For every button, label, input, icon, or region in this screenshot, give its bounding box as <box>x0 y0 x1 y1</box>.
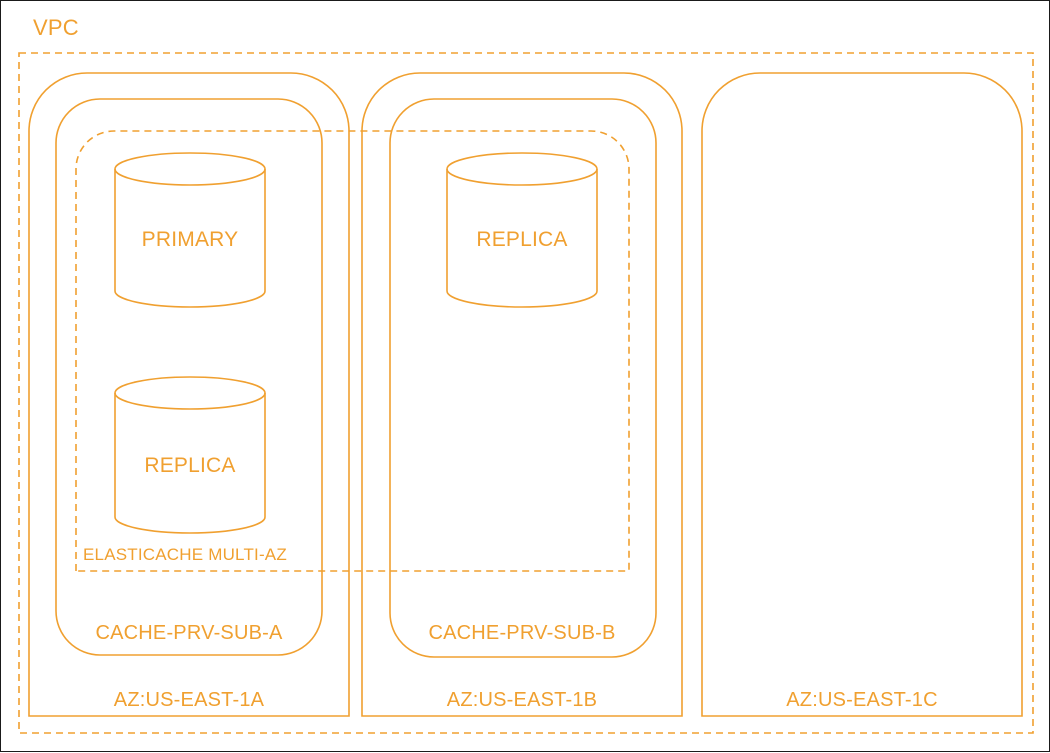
vpc-label: VPC <box>33 15 79 40</box>
replica-node-b-label: REPLICA <box>476 228 567 251</box>
vpc-boundary <box>18 52 1034 734</box>
primary-node: PRIMARY <box>114 152 266 308</box>
primary-node-label: PRIMARY <box>142 228 239 251</box>
replica-node-a-label: REPLICA <box>144 454 235 477</box>
replica-node-b-top <box>446 152 598 186</box>
az-b-boundary <box>361 72 683 717</box>
subnet-a-label: CACHE-PRV-SUB-A <box>95 622 283 644</box>
az-a-label: AZ:US-EAST-1A <box>114 689 265 711</box>
az-a-boundary <box>28 72 350 717</box>
subnet-a-boundary <box>55 98 323 656</box>
replica-node-a: REPLICA <box>114 376 266 534</box>
subnet-b-label: CACHE-PRV-SUB-B <box>428 622 615 644</box>
replica-node-b: REPLICA <box>446 152 598 308</box>
replica-node-a-body <box>114 393 266 534</box>
az-c-label: AZ:US-EAST-1C <box>786 689 938 711</box>
az-b-label: AZ:US-EAST-1B <box>447 689 597 711</box>
replica-node-a-top <box>114 376 266 410</box>
subnet-b-boundary <box>389 98 657 658</box>
elasticache-multi-az-label: ELASTICACHE MULTI-AZ <box>83 545 287 564</box>
az-c-boundary <box>701 72 1023 717</box>
replica-node-b-body <box>446 169 598 308</box>
primary-node-top <box>114 152 266 186</box>
primary-node-body <box>114 169 266 308</box>
elasticache-multi-az-boundary <box>75 130 630 572</box>
